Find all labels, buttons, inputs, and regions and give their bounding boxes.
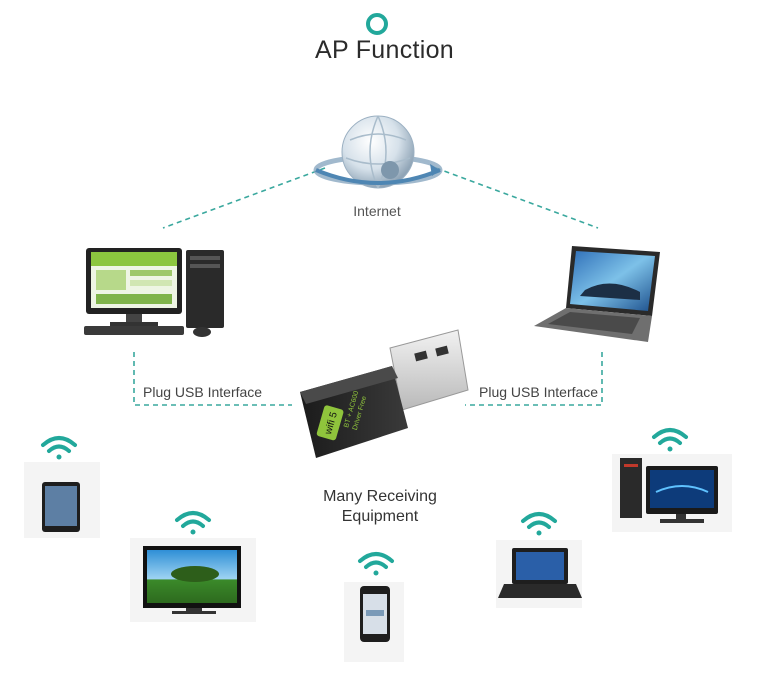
- wifi5-badge: [316, 405, 344, 441]
- left-interface-label: Plug USB Interface: [143, 384, 263, 400]
- line-laptop-to-adapter: [465, 352, 603, 406]
- usb-wifi-adapter-icon: [300, 329, 469, 458]
- line-internet-to-laptop: [435, 167, 599, 229]
- wifi-icon: [175, 511, 211, 535]
- center-label-line2: Equipment: [341, 508, 419, 525]
- title-ring-icon: [366, 13, 388, 35]
- laptop-device-icon: [496, 540, 582, 608]
- wifi-icon: [521, 512, 557, 536]
- wifi-icon: [358, 552, 394, 576]
- smartphone-device-icon: [344, 582, 404, 662]
- connector-lines: [133, 167, 603, 406]
- center-label: Many Receiving Equipment: [300, 487, 460, 527]
- line-internet-to-desktop: [162, 167, 326, 229]
- laptop-computer-icon: [534, 246, 660, 342]
- wifi-icon: [652, 428, 688, 452]
- desktop-computer-icon: [84, 248, 224, 337]
- center-label-line1: Many Receiving: [323, 488, 437, 505]
- wifi-icon: [41, 436, 77, 460]
- internet-label: Internet: [353, 203, 401, 219]
- page-title: AP Function: [314, 36, 455, 64]
- television-device-icon: [130, 538, 256, 622]
- internet-globe-icon: [313, 115, 443, 189]
- right-interface-label: Plug USB Interface: [479, 384, 599, 400]
- desktop-device-icon: [612, 454, 732, 532]
- tablet-device-icon: [24, 462, 100, 538]
